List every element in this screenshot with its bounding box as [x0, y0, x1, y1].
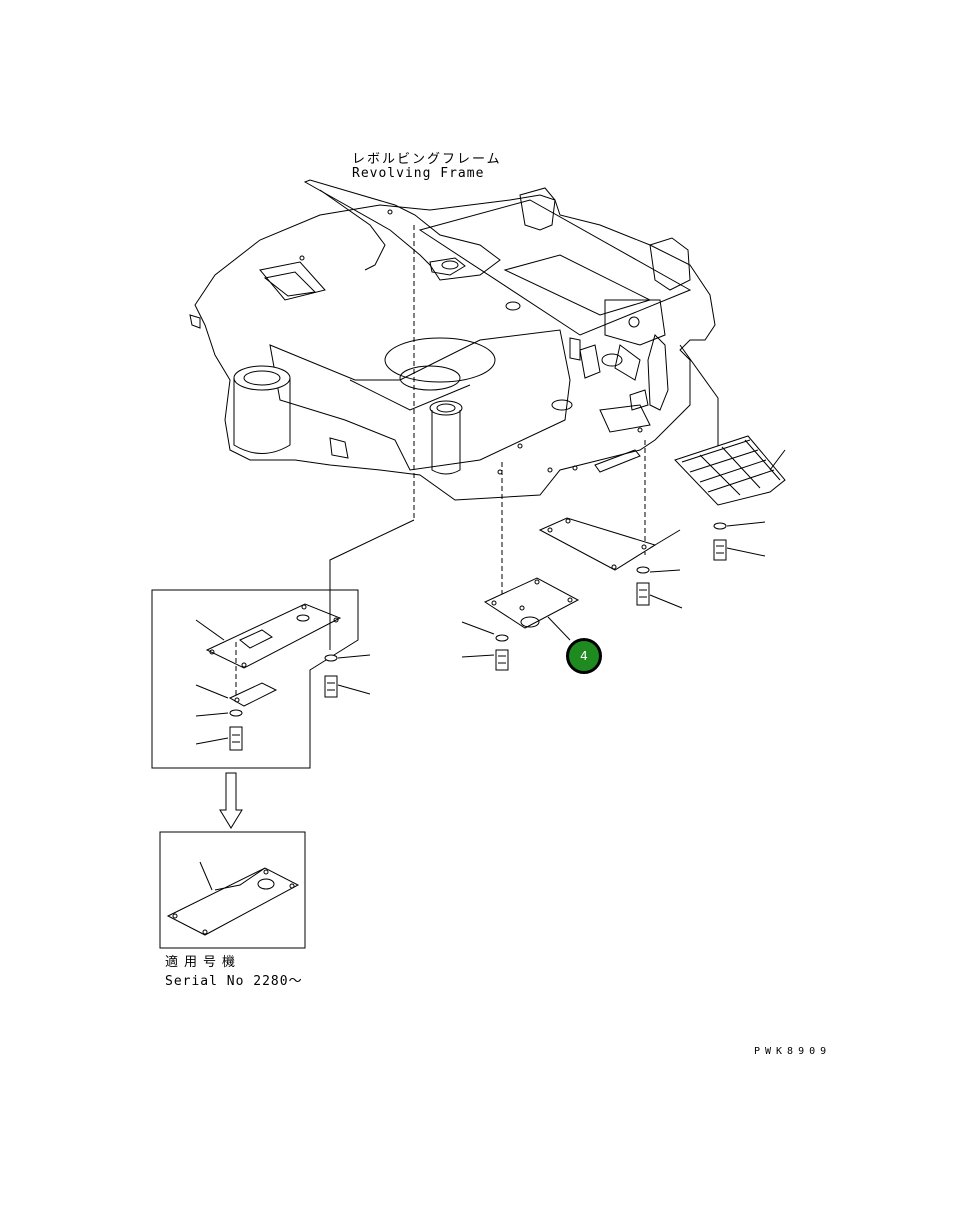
- step-grating: [674, 344, 786, 561]
- right-cover-plate: [538, 440, 683, 609]
- frame-label-japanese: レボルビングフレーム: [352, 152, 502, 167]
- serial-label-japanese: 適用号機: [165, 955, 242, 970]
- frame-label-english: Revolving Frame: [352, 166, 485, 181]
- serial-label-english: Serial No 2280～: [165, 974, 303, 989]
- center-cover-plate: [461, 462, 580, 671]
- part-callout-badge[interactable]: 4: [566, 638, 602, 674]
- down-arrow-icon: [219, 772, 243, 829]
- part-callout-number: 4: [580, 649, 588, 663]
- drawing-code: PWK8909: [754, 1046, 832, 1057]
- detail-box-lower: [159, 831, 306, 949]
- detail-box-upper: [151, 589, 359, 769]
- revolving-frame: [189, 179, 716, 501]
